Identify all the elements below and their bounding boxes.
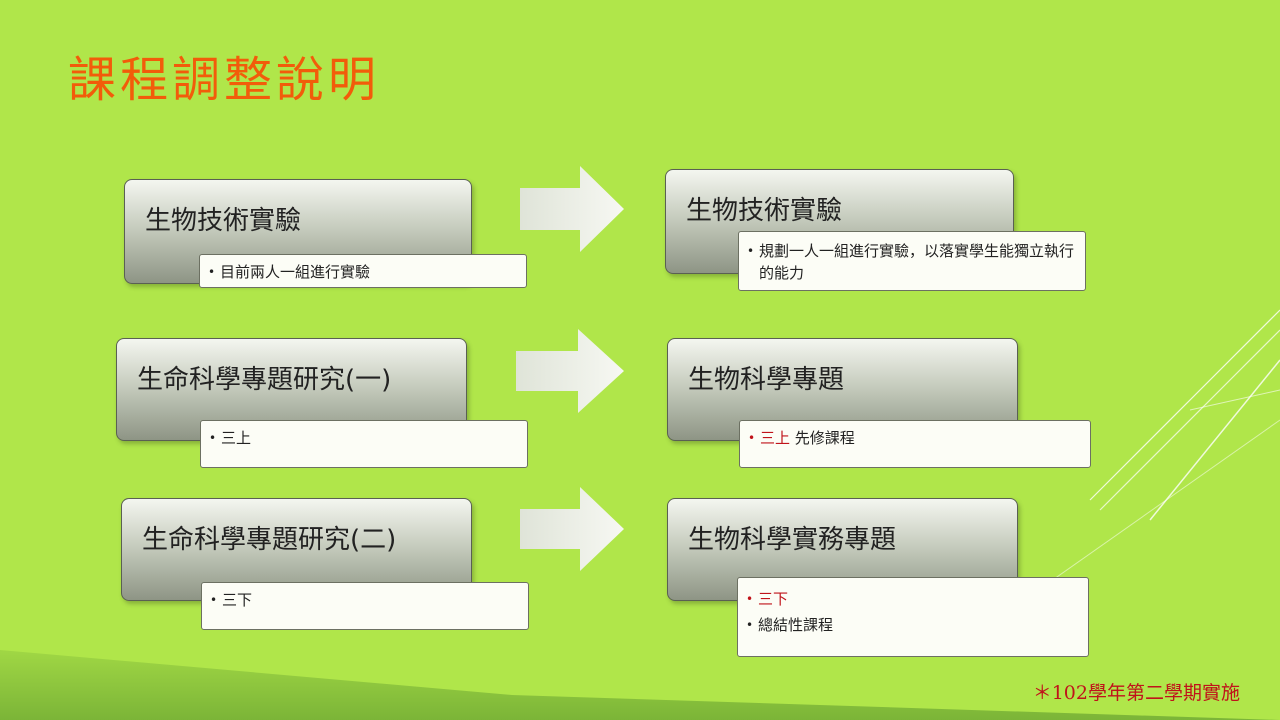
note-item: 三下 <box>210 589 518 611</box>
slide-title: 課程調整說明 <box>68 52 381 108</box>
note-item: 目前兩人一組進行實驗 <box>208 261 516 283</box>
right-arrow-icon <box>520 487 624 571</box>
deco-line <box>1149 359 1280 521</box>
note-text: 先修課程 <box>790 429 855 447</box>
note-item: 總結性課程 <box>746 614 1078 636</box>
course-note-after-3: 三下 總結性課程 <box>737 577 1089 657</box>
deco-line <box>1189 389 1280 411</box>
deco-line <box>1099 329 1280 511</box>
note-highlight: 三上 <box>760 429 791 447</box>
right-arrow-icon <box>520 166 624 252</box>
right-arrow-icon <box>516 329 624 413</box>
deco-line <box>1089 309 1280 501</box>
course-note-before-3: 三下 <box>201 582 529 630</box>
course-note-before-1: 目前兩人一組進行實驗 <box>199 254 527 288</box>
course-note-before-2: 三上 <box>200 420 528 468</box>
course-title: 生物技術實驗 <box>145 206 302 236</box>
note-item: 三下 <box>746 588 1078 610</box>
course-title: 生命科學專題研究(一) <box>137 365 392 395</box>
course-note-after-2: 三上 先修課程 <box>739 420 1091 468</box>
note-item: 三上 先修課程 <box>748 427 1080 449</box>
course-title: 生物技術實驗 <box>686 196 843 226</box>
implementation-footnote: ＊102學年第二學期實施 <box>1032 682 1240 704</box>
course-title: 生命科學專題研究(二) <box>142 525 397 555</box>
course-note-after-1: 規劃一人一組進行實驗，以落實學生能獨立執行的能力 <box>738 231 1086 291</box>
course-title: 生物科學專題 <box>688 365 845 395</box>
note-item: 三上 <box>209 427 517 449</box>
note-item: 規劃一人一組進行實驗，以落實學生能獨立執行的能力 <box>747 240 1075 284</box>
course-title: 生物科學實務專題 <box>688 525 897 555</box>
